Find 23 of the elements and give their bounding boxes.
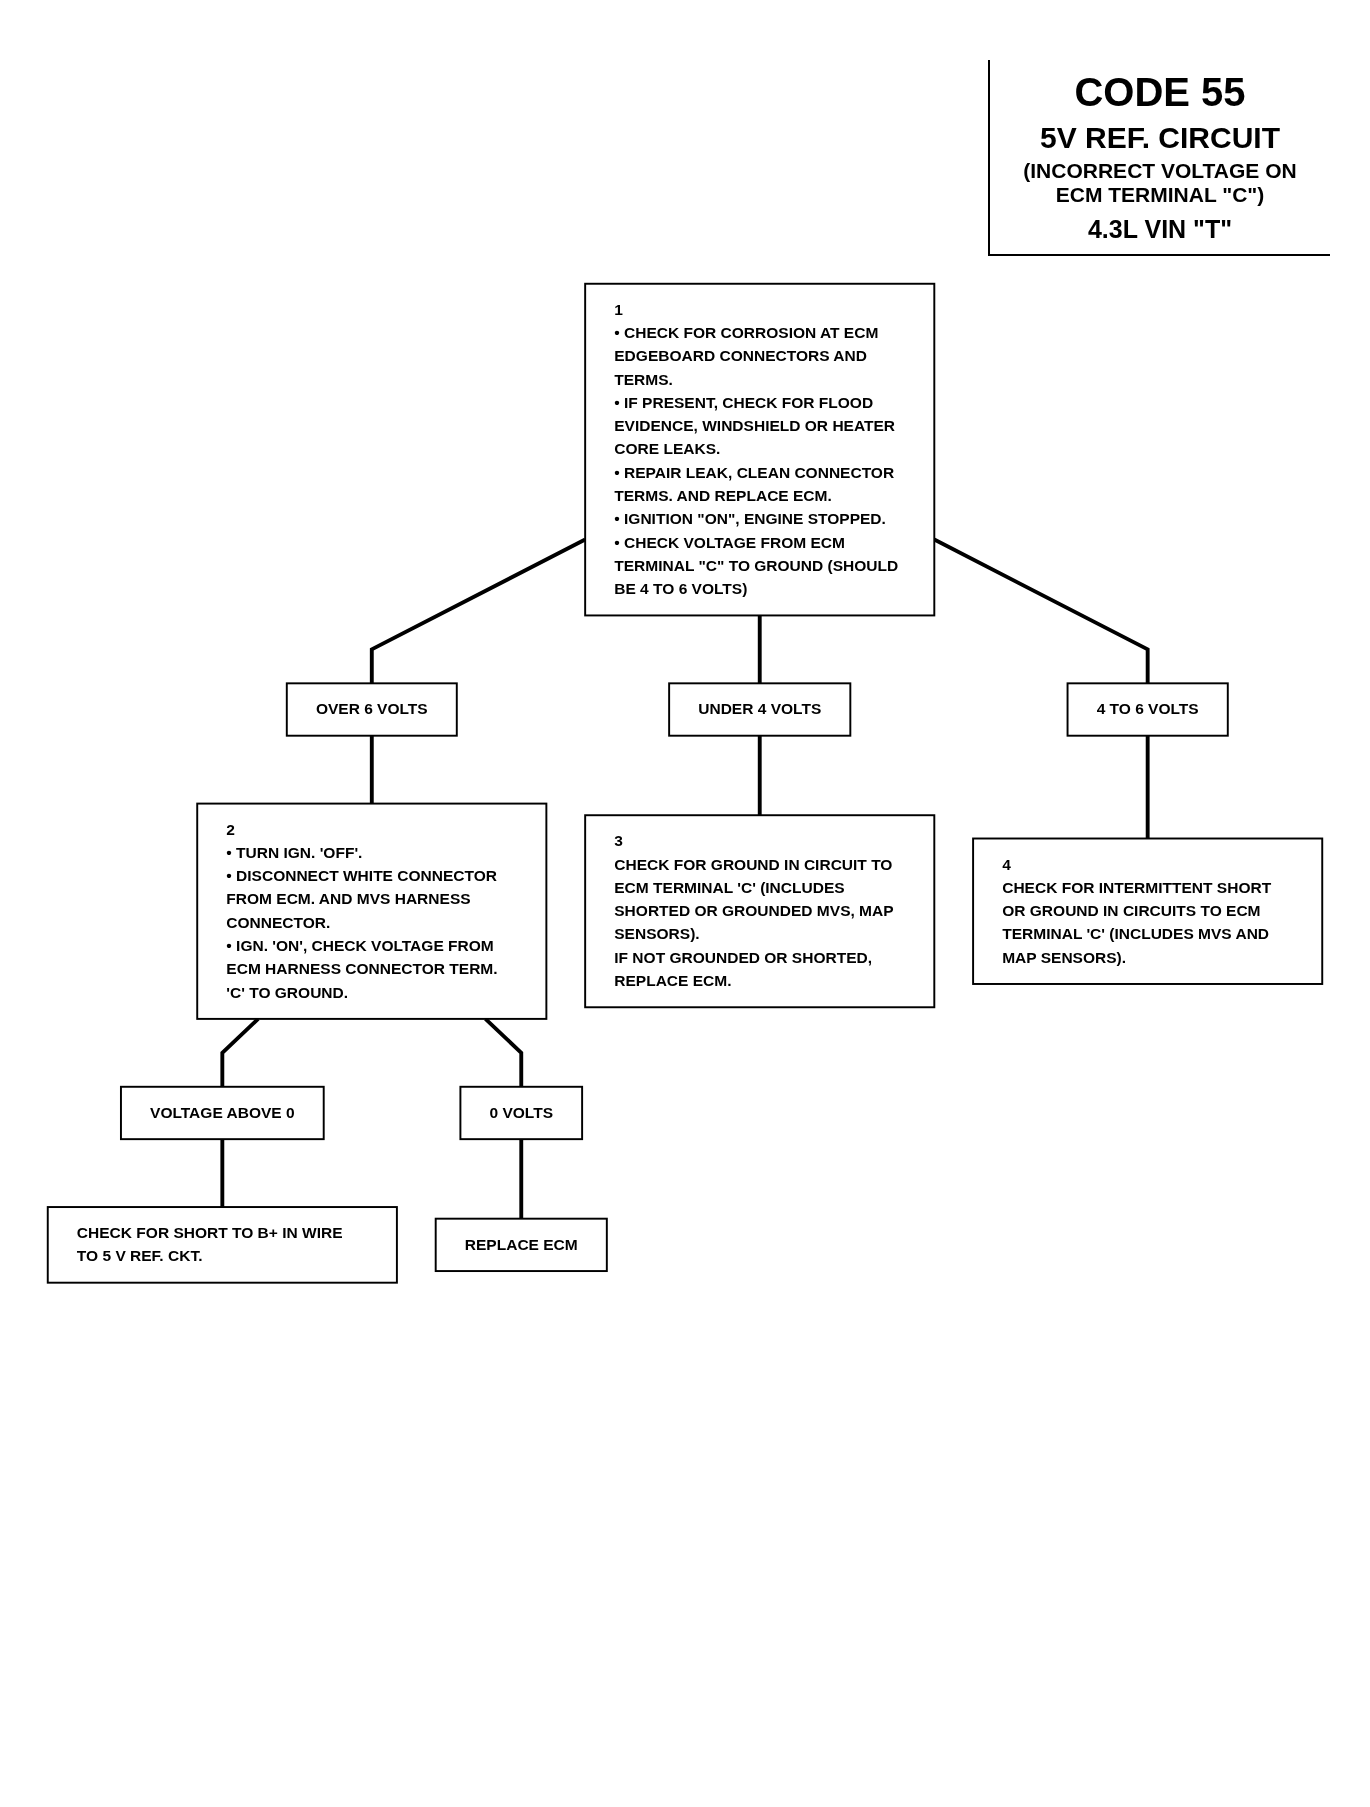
node-box: UNDER 4 VOLTS xyxy=(668,682,852,737)
connector xyxy=(220,1017,260,1087)
node-box: 3 CHECK FOR GROUND IN CIRCUIT TO ECM TERMINAL 'C' (INCLUDES SHORTED OR GROUNDED MVS, MAP SENSORS). IF NOT GROUNDED OR SHORTED, REPLACE ECM. xyxy=(584,814,936,1009)
connector xyxy=(220,1139,225,1208)
connector xyxy=(519,1139,524,1219)
node-box: 1 • CHECK FOR CORROSION AT ECM EDGEBOARD CONNECTORS AND TERMS. • IF PRESENT, CHECK FOR FLOOD EVIDENCE, WINDSHIELD OR HEATER CORE LEAKS. • REPAIR LEAK, CLEAN CONNECTOR TERMS. AND REPLACE ECM. • IGNITION "ON", ENGINE STOPPED. • CHECK VOLTAGE FROM ECM TERMINAL "C" TO GROUND (SHOULD BE 4 TO 6 VOLTS) xyxy=(584,282,936,617)
subtitle-text: (INCORRECT VOLTAGE ON ECM TERMINAL "C") xyxy=(1022,159,1298,207)
node-box: 4 CHECK FOR INTERMITTENT SHORT OR GROUND IN CIRCUITS TO ECM TERMINAL 'C' (INCLUDES MVS AND MAP SENSORS). xyxy=(972,837,1324,985)
connector xyxy=(484,1017,524,1087)
title: CODE 55 xyxy=(1073,70,1247,115)
node-box: 2 • TURN IGN. 'OFF'. • DISCONNECT WHITE CONNECTOR FROM ECM. AND MVS HARNESS CONNECTOR. • IGN. 'ON', CHECK VOLTAGE FROM ECM HARNESS CONNECTOR TERM. 'C' TO GROUND. xyxy=(196,802,548,1020)
connector xyxy=(369,735,374,804)
node-box: OVER 6 VOLTS xyxy=(285,682,458,737)
node-box: REPLACE ECM xyxy=(434,1217,608,1273)
node-box: 0 VOLTS xyxy=(459,1085,584,1141)
connector xyxy=(757,615,762,684)
connector xyxy=(1145,735,1150,839)
subtitle-text: 4.3L VIN "T" xyxy=(1086,215,1234,244)
subtitle-text: 5V REF. CIRCUIT xyxy=(1039,121,1281,155)
connector xyxy=(757,735,762,816)
node-box: VOLTAGE ABOVE 0 xyxy=(120,1085,325,1141)
node-box: CHECK FOR SHORT TO B+ IN WIRE TO 5 V REF. CKT. xyxy=(46,1206,398,1284)
node-box: 4 TO 6 VOLTS xyxy=(1066,682,1229,737)
